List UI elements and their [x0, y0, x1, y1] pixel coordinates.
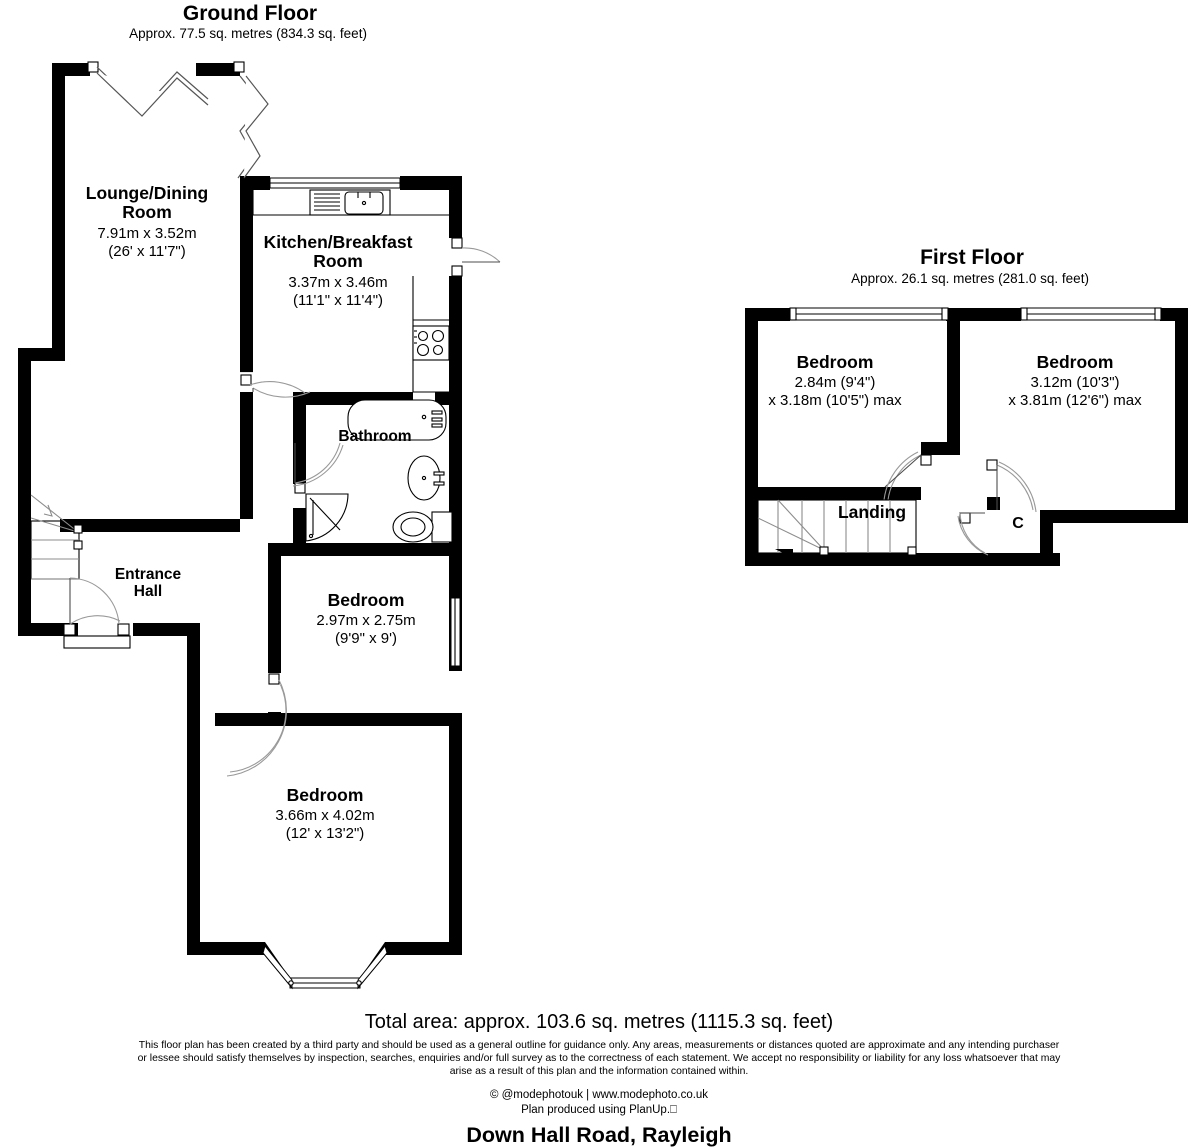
first-floor-right-window — [1020, 307, 1162, 321]
first-bedroom-left-dim-imperial: x 3.18m (10'5") max — [768, 392, 902, 409]
first-floor-title: First Floor — [920, 246, 1024, 269]
front-entrance-door[interactable] — [63, 577, 131, 649]
room-label-first-bedroom-left: Bedroom 2.84m (9'4") x 3.18m (10'5") max — [768, 352, 902, 409]
bedroom-mid-dim-imperial: (9'9" x 9') — [335, 630, 397, 647]
mid-bedroom-door[interactable] — [226, 673, 287, 777]
first-floor-right-bedroom-door[interactable] — [986, 459, 1037, 513]
room-label-kitchen-breakfast: Kitchen/Breakfast Room 3.37m x 3.46m (11… — [264, 232, 413, 309]
first-floor-walls — [745, 308, 1188, 566]
first-bedroom-right-dim-metric: 3.12m (10'3") — [1030, 374, 1119, 391]
lounge-dining-name-2: Room — [122, 202, 172, 222]
bedroom-front-dim-metric: 3.66m x 4.02m — [275, 807, 374, 824]
kitchen-bifold-door[interactable] — [233, 61, 269, 179]
cupboard-name: C — [1012, 515, 1024, 532]
ground-floor-area: Approx. 77.5 sq. metres (834.3 sq. feet) — [129, 26, 367, 41]
lounge-dining-dim-imperial: (26' x 11'7") — [108, 243, 185, 260]
room-label-entrance-hall: Entrance Hall — [115, 566, 182, 600]
room-label-landing: Landing — [838, 502, 906, 522]
disclaimer-block: This floor plan has been created by a th… — [138, 1040, 1062, 1077]
lounge-hall-door[interactable] — [240, 374, 311, 398]
disclaimer-line-2: or lessee should satisfy themselves by i… — [138, 1053, 1062, 1064]
kitchen-dim-metric: 3.37m x 3.46m — [288, 274, 387, 291]
bedroom-front-dim-imperial: (12' x 13'2") — [286, 825, 365, 842]
cupboard-door[interactable] — [957, 512, 989, 556]
room-label-bathroom: Bathroom — [338, 428, 411, 445]
front-bedroom-bay-window — [262, 942, 388, 990]
landing-name: Landing — [838, 502, 906, 522]
lounge-dining-dim-metric: 7.91m x 3.52m — [97, 225, 196, 242]
room-label-lounge-dining: Lounge/Dining Room 7.91m x 3.52m (26' x … — [86, 183, 208, 260]
ground-floor-title: Ground Floor — [183, 2, 317, 25]
kitchen-name-1: Kitchen/Breakfast — [264, 232, 413, 252]
disclaimer-line-3: arise as a result of this plan and the i… — [450, 1066, 749, 1077]
kitchen-units-right — [412, 276, 449, 393]
first-bedroom-right-dim-imperial: x 3.81m (12'6") max — [1008, 392, 1142, 409]
kitchen-dim-imperial: (11'1" x 11'4") — [293, 292, 383, 309]
first-floor-left-window — [789, 307, 949, 321]
lounge-dining-name-1: Lounge/Dining — [86, 183, 208, 203]
bedroom-mid-dim-metric: 2.97m x 2.75m — [316, 612, 415, 629]
lounge-bifold-door[interactable] — [87, 61, 209, 117]
room-label-bedroom-mid: Bedroom 2.97m x 2.75m (9'9" x 9') — [316, 590, 415, 647]
credit-line-1: © @modephotouk | www.modephoto.co.uk — [490, 1089, 708, 1101]
room-label-cupboard: C — [1012, 515, 1024, 532]
first-floor-stairs — [757, 499, 917, 566]
credit-line-2: Plan produced using PlanUp.⎕ — [521, 1104, 677, 1116]
first-bedroom-left-name: Bedroom — [797, 352, 874, 372]
entrance-hall-name-1: Entrance — [115, 566, 182, 583]
bathroom-shower-icon — [305, 493, 349, 542]
bedroom-mid-name: Bedroom — [328, 590, 405, 610]
mid-bedroom-window — [450, 597, 461, 667]
bedroom-front-name: Bedroom — [287, 785, 364, 805]
bathroom-basin-icon — [407, 455, 445, 501]
kitchen-sink-icon — [344, 191, 384, 215]
total-area-text: Total area: approx. 103.6 sq. metres (11… — [365, 1011, 833, 1033]
kitchen-door-right[interactable] — [451, 237, 501, 277]
bathroom-bath-icon — [347, 399, 447, 441]
bathroom-door[interactable] — [292, 442, 344, 494]
first-bedroom-left-dim-metric: 2.84m (9'4") — [795, 374, 876, 391]
bathroom-wc-icon — [392, 511, 453, 543]
kitchen-name-2: Room — [313, 251, 363, 271]
first-floor-left-bedroom-door[interactable] — [883, 451, 932, 501]
kitchen-hob-icon — [412, 325, 450, 361]
entrance-hall-name-2: Hall — [134, 583, 162, 600]
disclaimer-line-1: This floor plan has been created by a th… — [139, 1040, 1060, 1051]
ground-floor-stairs — [30, 494, 83, 580]
bathroom-name: Bathroom — [338, 428, 411, 445]
kitchen-window — [269, 177, 401, 189]
first-floor-area: Approx. 26.1 sq. metres (281.0 sq. feet) — [851, 271, 1089, 286]
credit-block: © @modephotouk | www.modephoto.co.uk Pla… — [490, 1089, 708, 1116]
property-address: Down Hall Road, Rayleigh — [466, 1123, 731, 1147]
room-label-bedroom-front: Bedroom 3.66m x 4.02m (12' x 13'2") — [275, 785, 374, 842]
ground-floor-walls — [18, 63, 462, 955]
room-label-first-bedroom-right: Bedroom 3.12m (10'3") x 3.81m (12'6") ma… — [1008, 352, 1142, 409]
first-bedroom-right-name: Bedroom — [1037, 352, 1114, 372]
kitchen-drainer-icon — [314, 193, 340, 211]
